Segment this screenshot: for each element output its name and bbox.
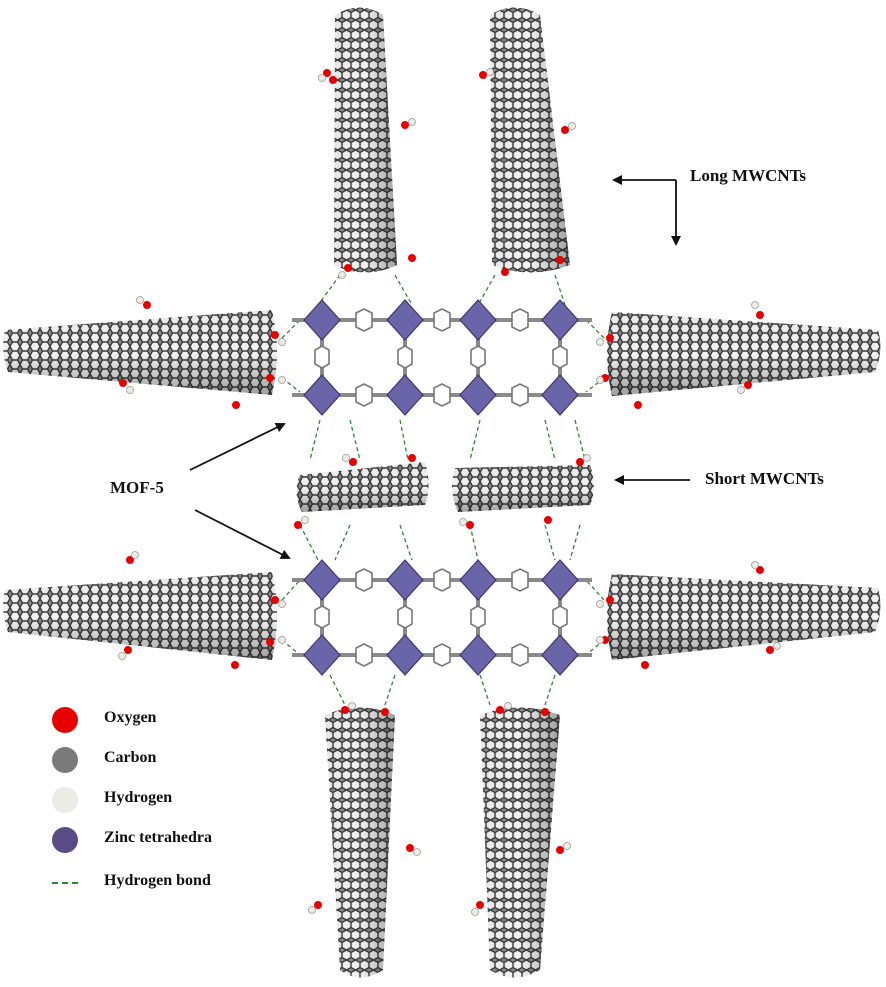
legend-label-carbon: Carbon <box>104 749 157 766</box>
long-mwcnt-top-right <box>490 7 570 273</box>
hbond-dash-icon <box>52 882 78 884</box>
legend-item-hydrogen: Hydrogen <box>52 785 292 815</box>
mof5-arrow-lower <box>194 509 291 559</box>
long-mwcnt-right-upper <box>607 312 881 396</box>
long-mwcnts-label: Long MWCNTs <box>690 166 807 185</box>
short-mwcnt-left <box>296 462 429 512</box>
hydrogen-swatch-icon <box>52 787 78 813</box>
mof5-label: MOF-5 <box>110 478 164 497</box>
carbon-swatch-icon <box>52 747 78 773</box>
legend-item-zinc: Zinc tetrahedra <box>52 825 292 855</box>
legend-label-oxygen: Oxygen <box>104 709 157 726</box>
mof5-framework-upper <box>292 299 592 416</box>
legend-label-hydrogen: Hydrogen <box>104 789 173 806</box>
zinc-swatch-icon <box>52 827 78 853</box>
short-mwcnt-right <box>452 465 594 512</box>
mof5-framework-lower <box>292 559 592 676</box>
long-mwcnt-left-upper <box>3 310 277 395</box>
legend-item-carbon: Carbon <box>52 745 292 775</box>
mof5-arrow-upper <box>189 423 286 471</box>
legend-label-zinc: Zinc tetrahedra <box>104 829 212 846</box>
legend-item-oxygen: Oxygen <box>52 705 292 735</box>
long-mwcnt-right-lower <box>607 574 881 660</box>
annotation-arrows <box>189 175 690 559</box>
legend-label-hbond: Hydrogen bond <box>104 872 211 889</box>
long-mwcnt-top-left <box>334 7 397 273</box>
long-mwcnt-bottom-left <box>325 707 395 978</box>
hydrogen-bonds <box>281 274 605 706</box>
short-mwcnts-label: Short MWCNTs <box>705 469 824 488</box>
long-mwcnt-left-lower <box>3 572 277 660</box>
long-mwcnt-bottom-right <box>480 707 560 978</box>
legend-item-hbond: Hydrogen bond <box>52 868 292 898</box>
oxygen-swatch-icon <box>52 707 78 733</box>
functional-groups <box>118 68 781 916</box>
